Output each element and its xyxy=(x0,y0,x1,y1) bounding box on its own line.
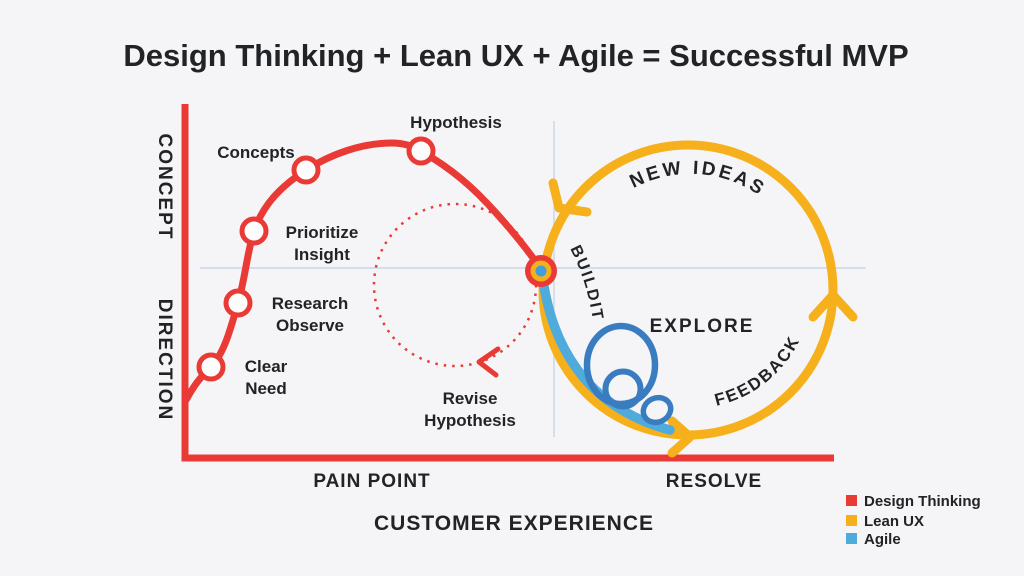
design-thinking-curve xyxy=(182,139,544,404)
legend-swatch-agile xyxy=(846,533,857,544)
stage-node-prioritize-insight xyxy=(239,216,269,246)
stage-label-prioritize-insight-line2: Insight xyxy=(294,245,350,264)
legend-label-design-thinking: Design Thinking xyxy=(864,493,981,510)
legend-label-lean-ux: Lean UX xyxy=(864,513,924,530)
lean-ux-arrow-top-icon xyxy=(548,178,592,217)
y-axis-lower-label: DIRECTION xyxy=(154,299,175,422)
stage-label-research-observe-line2: Observe xyxy=(276,316,344,335)
legend-swatch-design-thinking xyxy=(846,495,857,506)
revise-loop-arrow-icon xyxy=(476,346,501,378)
lean-ux-arrow-right-icon xyxy=(808,290,858,322)
lean-ux-arrow-bottom-icon xyxy=(667,416,695,458)
agile-loop-large xyxy=(583,322,659,408)
agile-path xyxy=(537,268,675,435)
revise-loop-label-line1: Revise xyxy=(443,389,498,408)
x-axis-title: CUSTOMER EXPERIENCE xyxy=(374,512,654,535)
stage-node-clear-need xyxy=(196,352,226,382)
convergence-center-dot xyxy=(535,265,547,277)
agile-loop-small xyxy=(640,394,674,426)
agile-loop-medium xyxy=(602,368,644,410)
x-axis-right-label: RESOLVE xyxy=(666,471,762,492)
x-axis-left-label: PAIN POINT xyxy=(313,471,430,492)
new-ideas-label-text: NEW IDEAS xyxy=(627,158,767,201)
stage-label-clear-need-line1: Clear xyxy=(245,357,288,376)
build-label-text: BUILDIT xyxy=(567,243,604,323)
build-label: BUILDIT xyxy=(567,243,606,323)
stage-node-research-observe xyxy=(223,288,253,318)
convergence-point xyxy=(525,255,557,287)
explore-label: EXPLORE xyxy=(650,316,755,337)
stage-label-concepts: Concepts xyxy=(217,143,294,162)
legend: Design Thinking Lean UX Agile xyxy=(846,493,981,548)
new-ideas-label: NEW IDEAS xyxy=(627,158,770,201)
revise-loop-label-line2: Hypothesis xyxy=(424,411,516,430)
legend-label-agile: Agile xyxy=(864,531,901,548)
stage-node-concepts xyxy=(291,155,321,185)
stage-node-hypothesis xyxy=(406,136,436,166)
stage-label-prioritize-insight-line1: Prioritize xyxy=(286,223,359,242)
stage-label-clear-need-line2: Need xyxy=(245,379,287,398)
legend-swatch-lean-ux xyxy=(846,515,857,526)
stage-label-hypothesis: Hypothesis xyxy=(410,113,502,132)
axis-lines xyxy=(181,104,834,462)
stage-label-research-observe-line1: Research xyxy=(272,294,349,313)
page-title: Design Thinking + Lean UX + Agile = Succ… xyxy=(123,38,908,73)
y-axis-upper-label: CONCEPT xyxy=(154,134,175,241)
